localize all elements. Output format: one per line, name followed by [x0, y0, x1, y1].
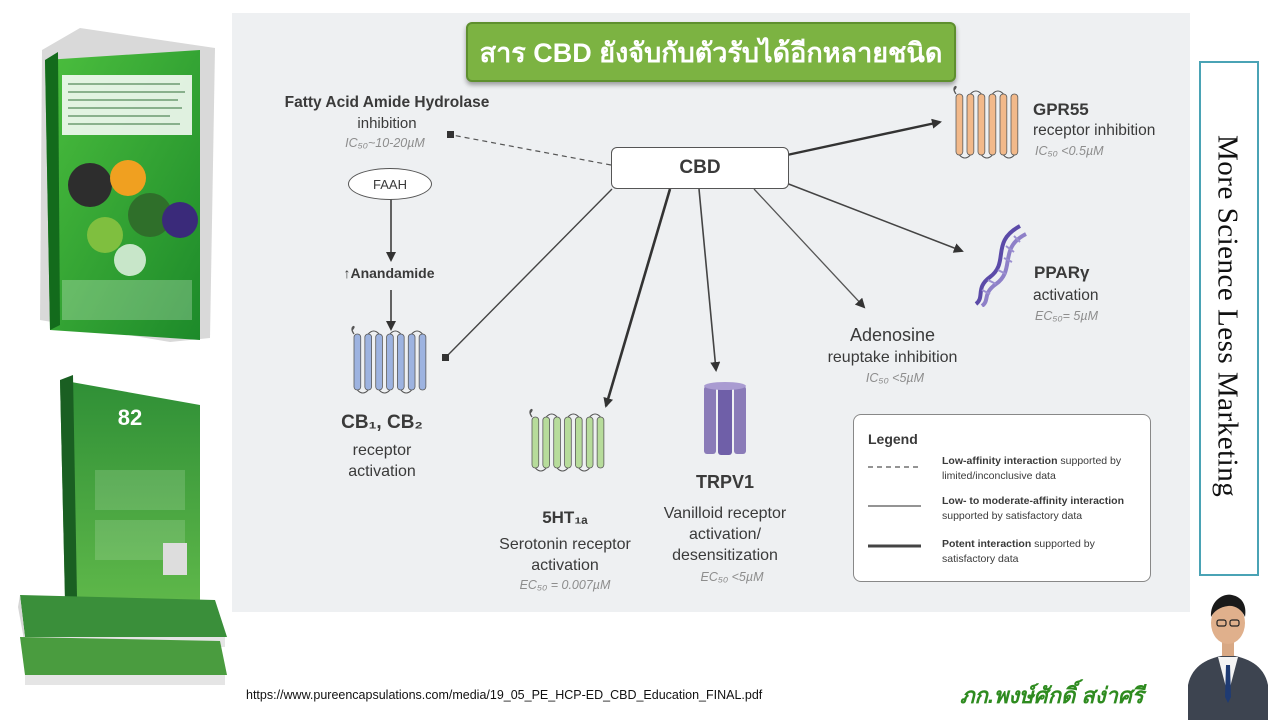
side-banner-text: More Science Less Marketing: [1211, 134, 1244, 498]
faah-oval: FAAH: [348, 168, 432, 200]
title-text: สาร CBD ยังจับกับตัวรับได้อีกหลายชนิด: [479, 37, 943, 68]
gpr55-value: IC₅₀ <0.5µM: [1035, 144, 1104, 158]
ppar-name: PPARγ: [1034, 263, 1090, 282]
author-photo: [1188, 594, 1268, 720]
side-banner: [1199, 61, 1259, 576]
source-url: https://www.pureencapsulations.com/media…: [246, 688, 763, 702]
legend-lines: [868, 466, 921, 548]
trpv1-action-2: activation/: [688, 526, 762, 543]
cbd-label: CBD: [679, 157, 721, 178]
legend-title: Legend: [868, 431, 918, 447]
ht1a-value: EC₅₀ = 0.007µM: [519, 578, 611, 592]
trpv1-name: TRPV1: [695, 472, 755, 492]
adenosine-value: IC₅₀ <5µM: [865, 371, 925, 385]
legend-box: [853, 414, 1151, 582]
edge-cbd-gpr55: [786, 118, 942, 157]
5ht1a-receptor-icon: [529, 408, 605, 472]
cb-name: CB₁, CB₂: [341, 412, 423, 433]
trpv1-action-1: Vanilloid receptor: [663, 505, 787, 522]
edge-cbd-5ht: [603, 188, 672, 408]
edge-cbd-trpv1: [698, 188, 721, 372]
legend-item-3: Potent interaction supported by satisfac…: [942, 538, 1095, 565]
svg-text:82: 82: [118, 405, 142, 430]
title-banner: สาร CBD ยังจับกับตัวรับได้อีกหลายชนิด: [466, 22, 956, 82]
faah-label: FAAH: [373, 176, 407, 192]
legend-item-1: Low-affinity interaction supported by li…: [942, 455, 1122, 482]
book-stack: 82: [15, 375, 230, 695]
trpv1-channel-icon: [704, 382, 746, 455]
gpr55-name: GPR55: [1033, 100, 1089, 119]
edge-cbd-ppar: [785, 182, 964, 253]
cb-receptor-icon: [351, 325, 427, 394]
faah-name: Fatty Acid Amide Hydrolase: [284, 94, 490, 111]
ppar-action: activation: [1033, 287, 1099, 304]
trpv1-value: EC₅₀ <5µM: [700, 570, 764, 584]
gpr55-receptor-icon: [953, 85, 1019, 159]
edge-cbd-adenosine: [753, 188, 866, 309]
ppar-dna-icon: [974, 224, 1027, 307]
book-cover-top: [20, 20, 220, 350]
author-name: ภก.พงษ์ศักดิ์ สง่าศรี: [960, 683, 1144, 708]
gpr55-action: receptor inhibition: [1033, 122, 1156, 139]
faah-value: IC₅₀~10-20µM: [345, 136, 425, 150]
legend-item-2: Low- to moderate-affinity interaction su…: [942, 495, 1125, 522]
trpv1-action-3: desensitization: [672, 547, 778, 564]
ht1a-name: 5HT₁ₐ: [542, 508, 588, 527]
ht1a-action-1: Serotonin receptor: [499, 536, 631, 553]
cbd-node: CBD: [611, 147, 789, 189]
cb-action-1: receptor: [352, 442, 412, 459]
edge-cbd-cb: [445, 188, 613, 358]
adenosine-name: Adenosine: [849, 325, 936, 345]
faah-action: inhibition: [357, 115, 417, 132]
adenosine-action: reuptake inhibition: [827, 349, 958, 366]
ht1a-action-2: activation: [531, 557, 599, 574]
diagram-lines: [386, 118, 964, 408]
anandamide-label: ↑Anandamide: [343, 265, 435, 281]
ppar-value: EC₅₀= 5µM: [1035, 309, 1098, 323]
cb-action-2: activation: [348, 463, 416, 480]
edge-cbd-faah: [451, 134, 612, 166]
